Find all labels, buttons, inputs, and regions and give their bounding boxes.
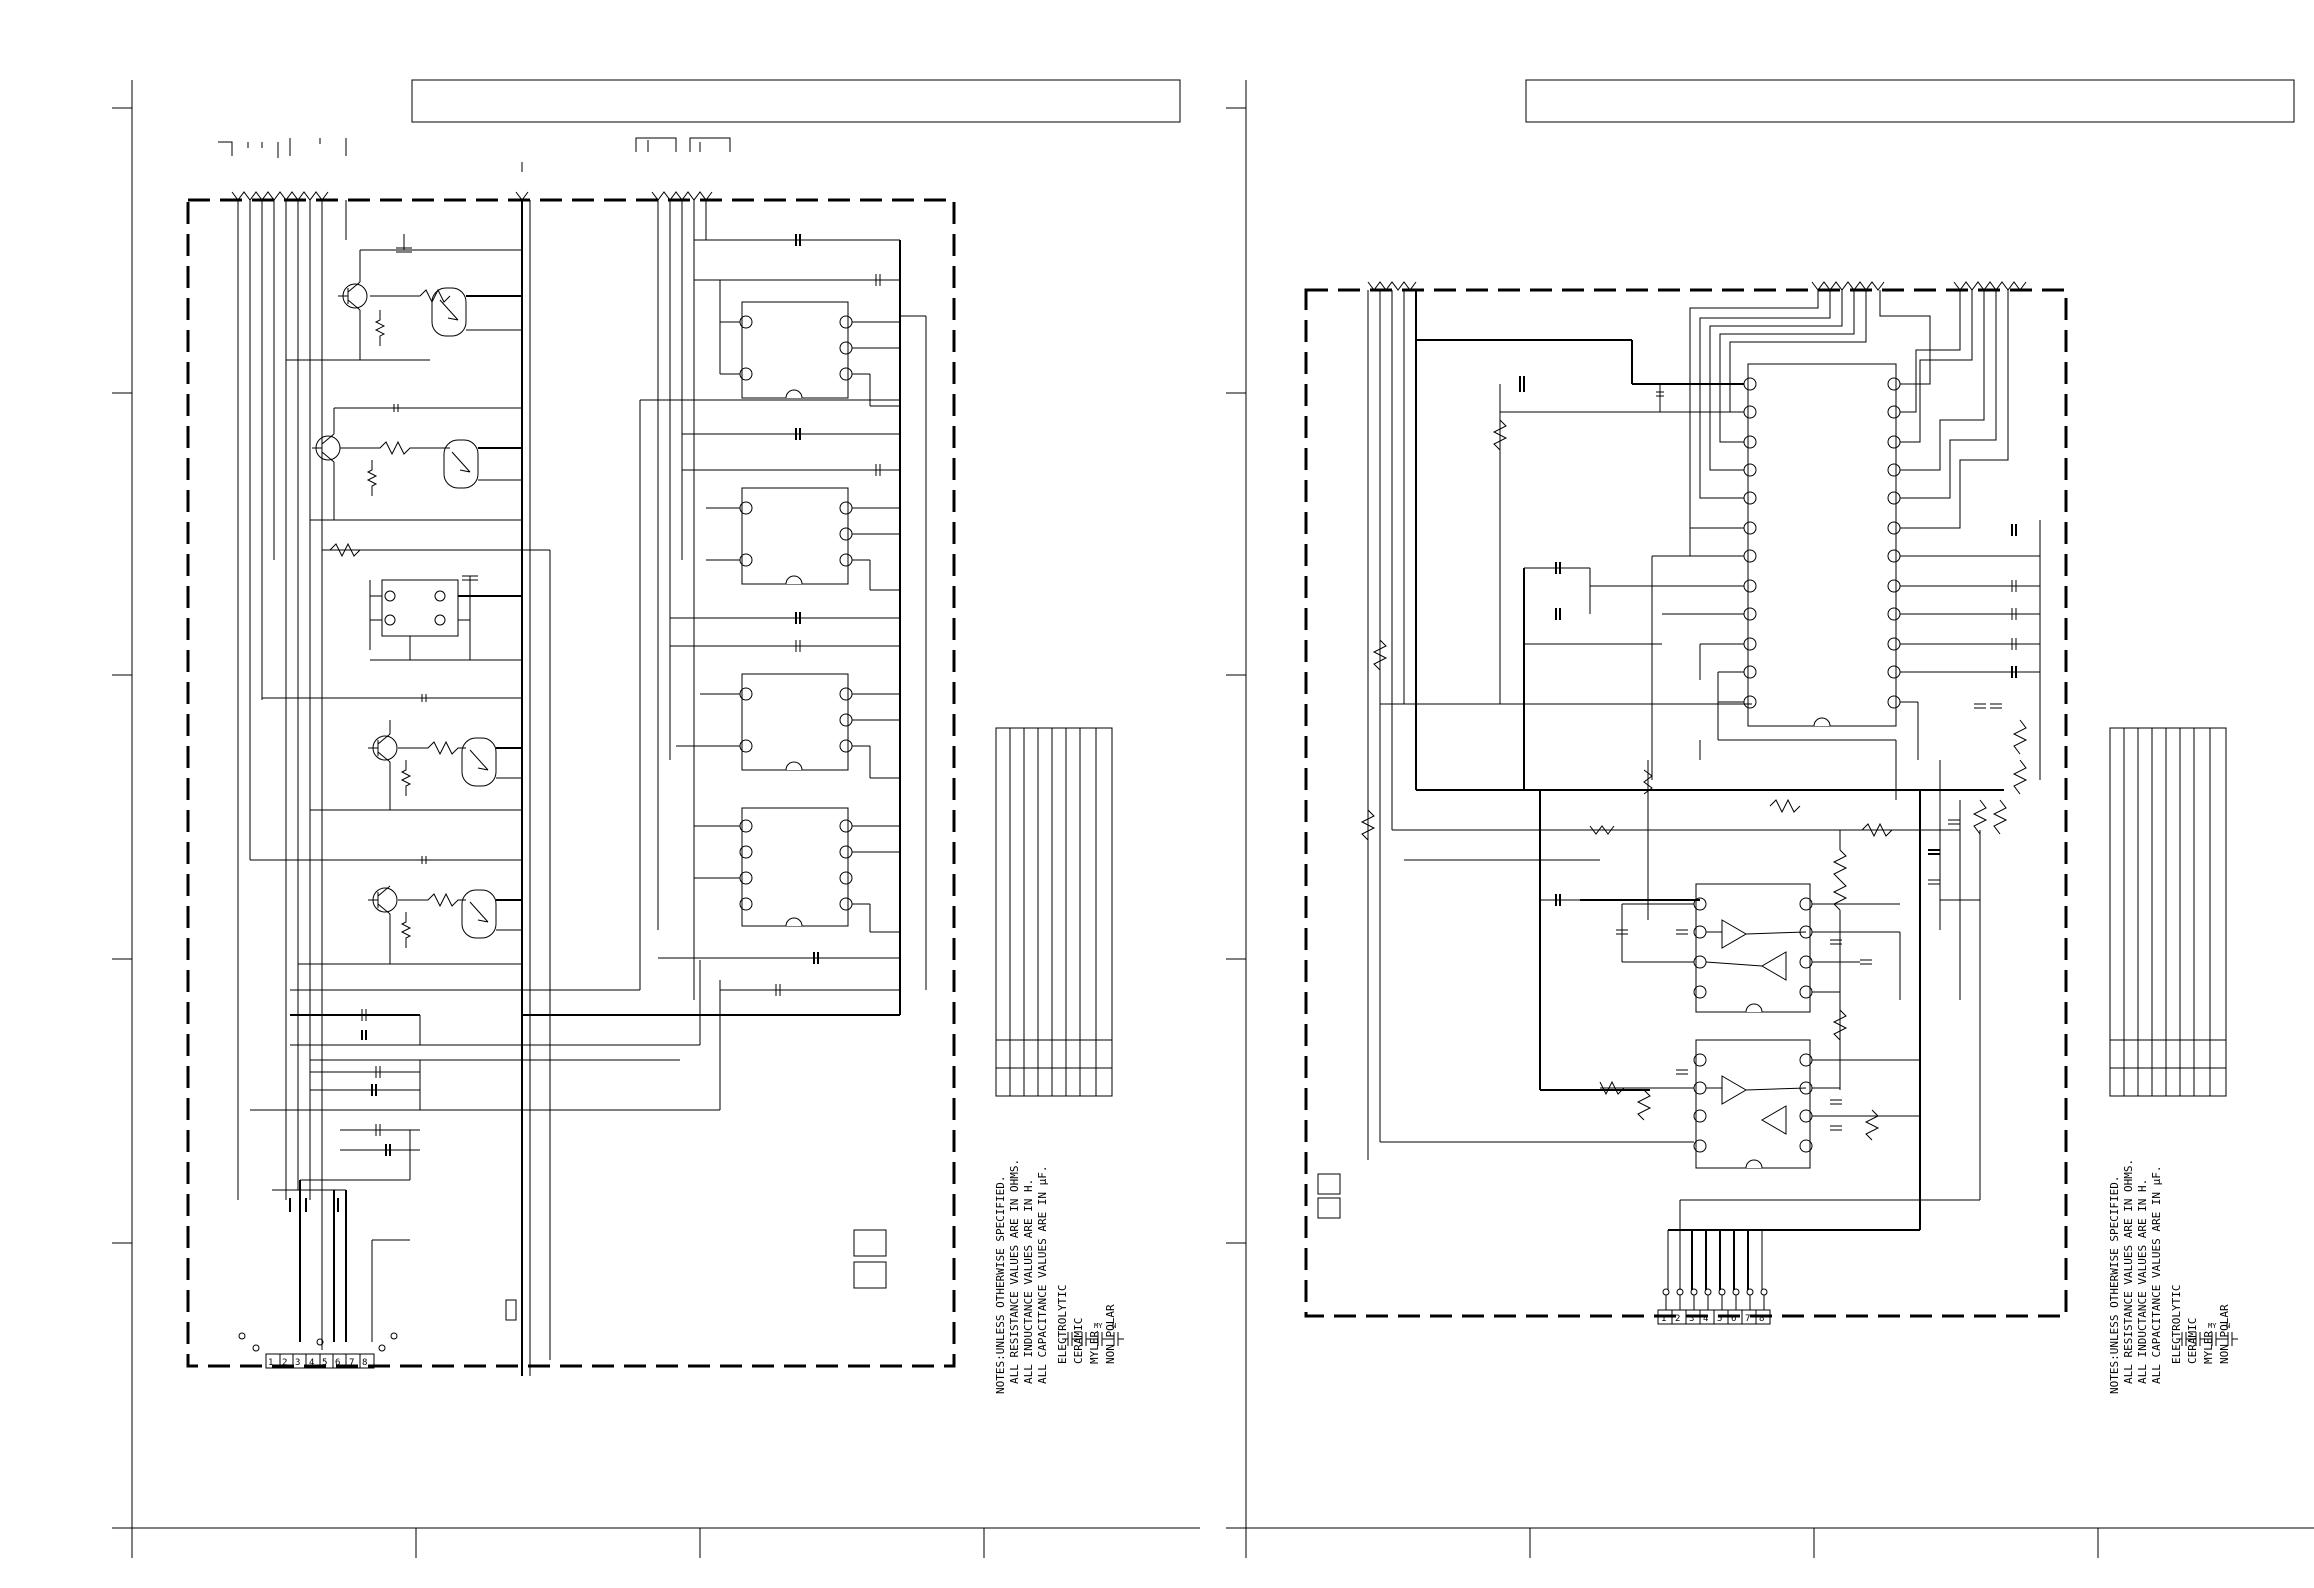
- transistor-stage-3: [262, 694, 522, 811]
- left-legend-electrolytic: ELECTROLYTIC: [1056, 1285, 1069, 1364]
- left-legend-nonpolar: NON POLAR: [1104, 1304, 1117, 1364]
- right-legend-electrolytic: ELECTROLYTIC: [2170, 1285, 2183, 1364]
- ic-u1: [719, 280, 900, 406]
- left-connector-pin-6: 6: [335, 1358, 340, 1368]
- left-ic-row: [640, 234, 927, 1015]
- ic-u4: [694, 807, 900, 932]
- right-connector-pin-8: 8: [1759, 1314, 1764, 1324]
- right-opamp-ic-1: [1616, 830, 1900, 1090]
- right-legend-nonpolar: NON POLAR: [2218, 1304, 2231, 1364]
- left-bottom-connector: [238, 1332, 398, 1369]
- left-notes-line-3: ALL CAPACITANCE VALUES ARE IN µF.: [1036, 1165, 1049, 1384]
- right-marker-box-1: [1317, 1173, 1341, 1195]
- left-legend-symbols: [1062, 1332, 1124, 1346]
- ic-u2: [706, 487, 900, 590]
- right-connector-pin-4: 4: [1703, 1314, 1708, 1324]
- left-connector-pin-3: 3: [295, 1358, 300, 1368]
- right-notes-line-3: ALL CAPACITANCE VALUES ARE IN µF.: [2150, 1165, 2163, 1384]
- left-connector-pin-7: 7: [349, 1358, 354, 1368]
- left-connector-pin-5: 5: [322, 1358, 327, 1368]
- right-connector-pin-5: 5: [1717, 1314, 1722, 1324]
- left-connector-pin-2: 2: [282, 1358, 287, 1368]
- left-legend-ceramic: CERAMIC: [1072, 1318, 1085, 1364]
- left-connector-pin-4: 4: [309, 1358, 314, 1368]
- left-connector-pin-8: 8: [362, 1358, 367, 1368]
- right-connector-pin-7: 7: [1745, 1314, 1750, 1324]
- left-signal-bus: [237, 200, 707, 1376]
- right-legend-symbols: [2176, 1332, 2238, 1346]
- left-notes-block: NOTES:UNLESS OTHERWISE SPECIFIED. ALL RE…: [994, 1159, 1117, 1394]
- left-title-box: [411, 79, 1181, 123]
- left-parts-table: [995, 727, 1113, 1097]
- right-legend-mark-n: N: [2226, 1322, 2230, 1330]
- right-legend-ceramic: CERAMIC: [2186, 1318, 2199, 1364]
- right-top-connector-arrows: [1367, 281, 2027, 291]
- left-notes-header: NOTES:UNLESS OTHERWISE SPECIFIED.: [994, 1175, 1007, 1394]
- right-marker-box-2: [1317, 1197, 1341, 1219]
- transistor-stage-4: [250, 856, 522, 965]
- small-ic-block: [322, 542, 551, 1360]
- right-schematic-sheet: 1 2 3 4 5 6 7 8: [1226, 79, 2314, 1558]
- right-opamp-ic-2: [1380, 1039, 1920, 1169]
- left-connector-pin-1: 1: [268, 1358, 273, 1368]
- right-legend-mark-my: MY: [2208, 1322, 2217, 1330]
- right-notes-block: NOTES:UNLESS OTHERWISE SPECIFIED. ALL RE…: [2108, 1159, 2231, 1394]
- right-legend-myler: MYLER: [2202, 1331, 2215, 1364]
- right-connector-pin-6: 6: [1731, 1314, 1736, 1324]
- left-notes-line-1: ALL RESISTANCE VALUES ARE IN OHMS.: [1008, 1159, 1021, 1384]
- right-bottom-connector: [1657, 1288, 1771, 1325]
- right-title-box: [1525, 79, 2295, 123]
- left-legend-myler: MYLER: [1088, 1331, 1101, 1364]
- right-parts-table: [2109, 727, 2227, 1097]
- ic-u3: [676, 673, 900, 778]
- right-connector-pin-2: 2: [1675, 1314, 1680, 1324]
- right-connector-pin-1: 1: [1661, 1314, 1666, 1324]
- left-legend-mark-my: MY: [1094, 1322, 1103, 1330]
- left-marker-box-1: [853, 1229, 887, 1257]
- transistor-stage-2: [310, 404, 522, 521]
- right-notes-line-1: ALL RESISTANCE VALUES ARE IN OHMS.: [2122, 1159, 2135, 1384]
- right-notes-line-2: ALL INDUCTANCE VALUES ARE IN H.: [2136, 1179, 2149, 1384]
- left-board-boundary: [186, 198, 956, 1368]
- left-legend-mark-n: N: [1112, 1322, 1116, 1330]
- transistor-stage-1: [286, 234, 522, 361]
- left-notes-line-2: ALL INDUCTANCE VALUES ARE IN H.: [1022, 1179, 1035, 1384]
- left-bottom-network: [272, 1009, 517, 1342]
- left-marker-box-2: [853, 1261, 887, 1289]
- right-connector-pin-3: 3: [1689, 1314, 1694, 1324]
- left-schematic-sheet: 1 2 3 4 5 6 7 8: [112, 79, 1200, 1558]
- right-notes-header: NOTES:UNLESS OTHERWISE SPECIFIED.: [2108, 1175, 2121, 1394]
